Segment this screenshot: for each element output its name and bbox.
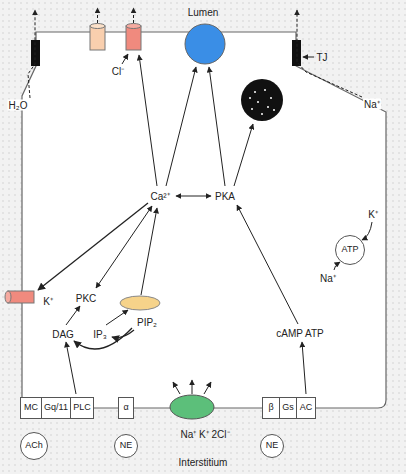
potassium-channel	[8, 291, 34, 303]
lipid-label: PIP₂	[136, 317, 158, 328]
kinase-label: PKC	[75, 293, 98, 304]
g-protein-box: Gs	[279, 397, 297, 419]
messenger-label: cAMP ATP	[275, 328, 324, 339]
messenger-label: Ca²⁺	[149, 191, 170, 202]
ion-label: Na⁺ K⁺ 2Cl⁻	[179, 429, 230, 440]
enzyme-box: AC	[296, 397, 316, 419]
messenger-label: IP₃	[92, 329, 108, 340]
node-text: AC	[300, 403, 313, 412]
pump-circle: ATP	[335, 235, 365, 265]
ion-label: K⁺	[42, 296, 54, 307]
receptor-box: MC	[20, 397, 42, 419]
node-text: NE	[120, 441, 133, 450]
receptor-box: α	[118, 397, 134, 419]
secretory-granule	[241, 79, 283, 121]
g-protein-box: Gq/11	[41, 397, 71, 419]
node-text: Gq/11	[44, 403, 68, 412]
ligand-circle: NE	[260, 434, 284, 458]
node-text: α	[123, 403, 128, 412]
cotransporter	[170, 395, 214, 419]
ligand-circle: NE	[114, 434, 138, 458]
ca-store	[120, 296, 160, 310]
node-text: ACh	[25, 441, 43, 450]
water-channel	[90, 26, 105, 50]
enzyme-box: PLC	[70, 397, 94, 419]
node-text: NE	[266, 441, 279, 450]
node-text: Gs	[282, 403, 294, 412]
ion-label: K⁺	[367, 209, 379, 220]
ion-label: Na⁺	[363, 99, 381, 110]
chloride-channel	[126, 26, 141, 50]
receptor-box: β	[262, 397, 280, 419]
junction-label: TJ	[315, 52, 328, 63]
node-text: PLC	[73, 403, 91, 412]
ligand-circle: ACh	[20, 432, 48, 460]
messenger-label: DAG	[51, 329, 75, 340]
secretory-granule	[185, 24, 225, 64]
kinase-label: PKA	[214, 191, 236, 202]
node-text: β	[268, 403, 273, 412]
ion-label: Cl⁻	[111, 66, 125, 77]
node-text: MC	[24, 403, 38, 412]
ion-label: H₂O	[8, 100, 29, 111]
cell-membrane	[22, 32, 386, 408]
region-label: Interstitium	[178, 457, 229, 468]
region-label: Lumen	[187, 7, 220, 18]
ion-label: Na⁺	[319, 273, 337, 284]
node-text: ATP	[342, 245, 359, 254]
